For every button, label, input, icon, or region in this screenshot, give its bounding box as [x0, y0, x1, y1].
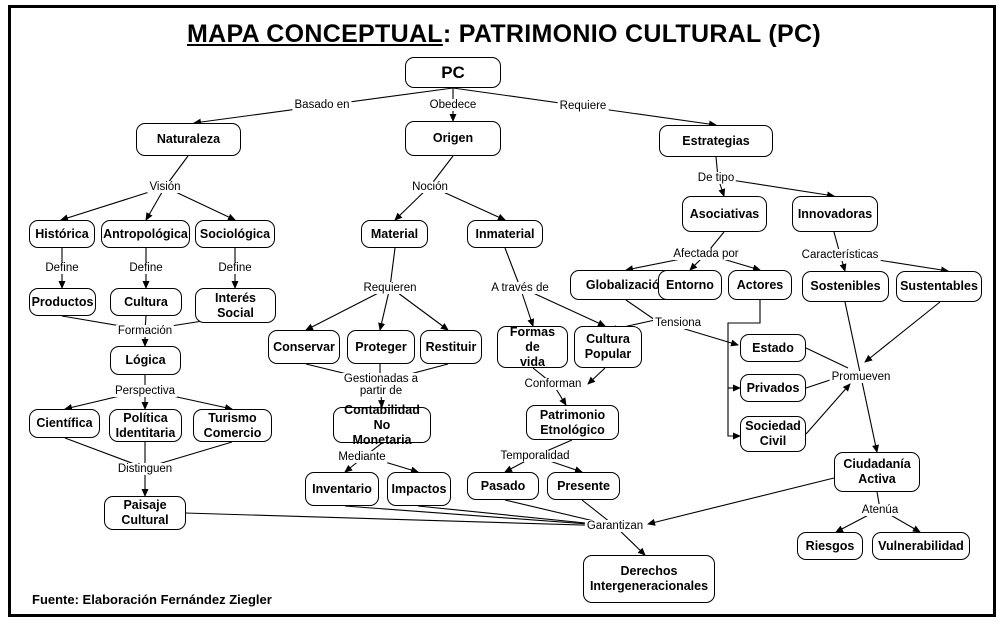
label-formacion: Formación: [115, 325, 175, 337]
node-estado: Estado: [740, 334, 806, 362]
label-requieren: Requieren: [361, 282, 419, 294]
node-origen: Origen: [405, 121, 501, 156]
source-caption: Fuente: Elaboración Fernández Ziegler: [32, 592, 272, 607]
node-sostenibles: Sostenibles: [802, 271, 889, 302]
node-cientifica: Científica: [29, 409, 100, 438]
node-conservar: Conservar: [268, 330, 340, 364]
node-innovadoras: Innovadoras: [792, 196, 878, 232]
node-historica: Histórica: [29, 220, 95, 248]
label-afectada-por: Afectada por: [671, 248, 741, 260]
node-patrimonio-etnologico: Patrimonio Etnológico: [526, 405, 619, 440]
node-derechos-intergeneracionales: Derechos Intergeneracionales: [583, 555, 715, 603]
label-define-2: Define: [127, 262, 165, 274]
label-obedece: Obedece: [427, 99, 479, 111]
node-pasado: Pasado: [467, 472, 539, 500]
node-material: Material: [361, 220, 428, 248]
node-privados: Privados: [740, 374, 806, 402]
node-asociativas: Asociativas: [682, 196, 767, 232]
title-rest: : PATRIMONIO CULTURAL (PC): [442, 20, 821, 48]
node-ciudadania-activa: Ciudadanía Activa: [834, 452, 920, 492]
label-a-traves-de: A través de: [489, 282, 551, 294]
node-paisaje-cultural: Paisaje Cultural: [104, 496, 186, 530]
label-vision: Visión: [147, 181, 183, 193]
node-presente: Presente: [547, 472, 620, 500]
title-main: MAPA CONCEPTUAL: [186, 20, 443, 48]
node-interes-social: Interés Social: [195, 288, 276, 323]
label-tensiona: Tensiona: [652, 317, 704, 329]
node-estrategias: Estrategias: [659, 125, 773, 157]
node-inmaterial: Inmaterial: [467, 220, 543, 248]
node-sociedad-civil: Sociedad Civil: [740, 416, 806, 452]
node-contabilidad: Contabilidad No Monetaria: [333, 403, 431, 447]
label-nocion: Noción: [410, 181, 450, 193]
node-cultura: Cultura: [110, 288, 182, 316]
label-perspectiva: Perspectiva: [112, 385, 178, 397]
node-naturaleza: Naturaleza: [136, 123, 241, 156]
label-temporalidad: Temporalidad: [498, 450, 572, 462]
node-actores: Actores: [728, 270, 792, 300]
node-restituir: Restituir: [420, 330, 482, 364]
node-formas-de-vida: Formas de vida: [497, 325, 568, 369]
node-impactos: Impactos: [387, 472, 451, 506]
node-antropologica: Antropológica: [101, 220, 190, 248]
diagram-frame: [8, 5, 996, 617]
node-sociologica: Sociológica: [195, 220, 275, 248]
label-gestionadas: Gestionadas a partir de: [341, 373, 421, 397]
node-pc: PC: [405, 57, 501, 88]
node-proteger: Proteger: [347, 330, 415, 364]
page-title: MAPA CONCEPTUAL: PATRIMONIO CULTURAL (PC…: [0, 20, 1008, 49]
node-inventario: Inventario: [305, 472, 379, 506]
label-conforman: Conforman: [522, 378, 584, 390]
node-cultura-popular: Cultura Popular: [574, 326, 642, 368]
label-mediante: Mediante: [336, 451, 388, 463]
label-define-1: Define: [43, 262, 81, 274]
node-entorno: Entorno: [658, 270, 722, 300]
node-logica: Lógica: [110, 346, 181, 375]
node-vulnerabilidad: Vulnerabilidad: [872, 532, 970, 560]
label-atenua: Atenúa: [859, 504, 901, 516]
node-politica-identitaria: Política Identitaria: [109, 409, 182, 442]
node-riesgos: Riesgos: [797, 532, 863, 560]
label-de-tipo: De tipo: [695, 172, 737, 184]
label-caracteristicas: Características: [799, 249, 881, 261]
label-define-3: Define: [216, 262, 254, 274]
label-distinguen: Distinguen: [115, 463, 175, 475]
label-promueven: Promueven: [829, 371, 893, 383]
label-basado-en: Basado en: [292, 99, 352, 111]
label-requiere: Requiere: [557, 100, 609, 112]
node-productos: Productos: [29, 288, 96, 316]
node-turismo-comercio: Turismo Comercio: [193, 409, 272, 442]
label-garantizan: Garantizan: [584, 520, 646, 532]
node-sustentables: Sustentables: [896, 271, 982, 302]
